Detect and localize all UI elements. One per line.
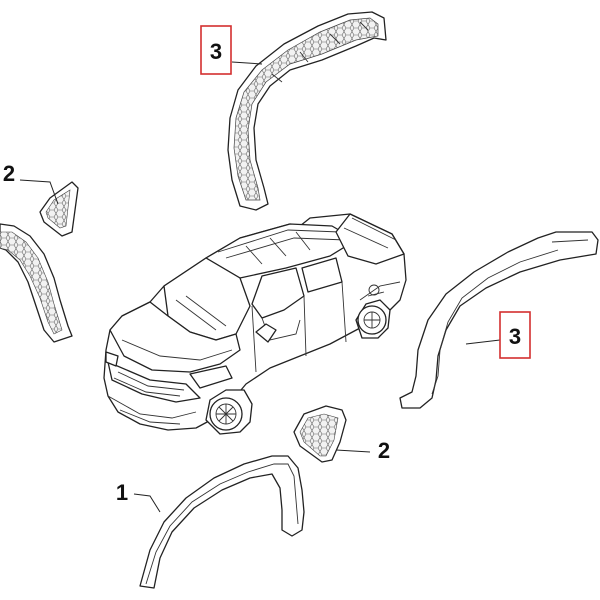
leader-line-2-bottom	[335, 449, 371, 453]
callout-label-2-left: 2	[3, 161, 15, 186]
callout-box-3-right	[499, 311, 531, 359]
side-vent-insert-bottom-part	[293, 405, 347, 463]
side-vent-insert-left-part	[39, 181, 79, 237]
callout-2-bottom: 2	[378, 438, 390, 463]
callout-box-3-top	[200, 25, 232, 75]
fender-flare-rear-top-part	[227, 11, 387, 211]
pickup-truck-illustration	[103, 213, 407, 435]
fender-flare-rear-left-part	[0, 223, 73, 343]
callout-3-top: 3	[200, 25, 232, 75]
leader-line-3-top	[231, 61, 263, 65]
callout-label-3-right: 3	[509, 324, 521, 349]
callout-1-bottom: 1	[116, 480, 128, 505]
callout-label-3-top: 3	[210, 39, 222, 64]
callout-label-2-bottom: 2	[378, 438, 390, 463]
callout-label-1-bottom: 1	[116, 480, 128, 505]
leader-lines	[19, 61, 501, 513]
fender-flare-rear-right-part	[399, 231, 599, 409]
leader-line-3-right	[465, 339, 501, 345]
callout-3-right: 3	[499, 311, 531, 359]
leader-line-1-bottom	[133, 493, 161, 513]
fender-flare-front-part	[139, 455, 305, 589]
callout-2-left: 2	[3, 161, 15, 186]
leader-line-2-left	[19, 179, 59, 205]
